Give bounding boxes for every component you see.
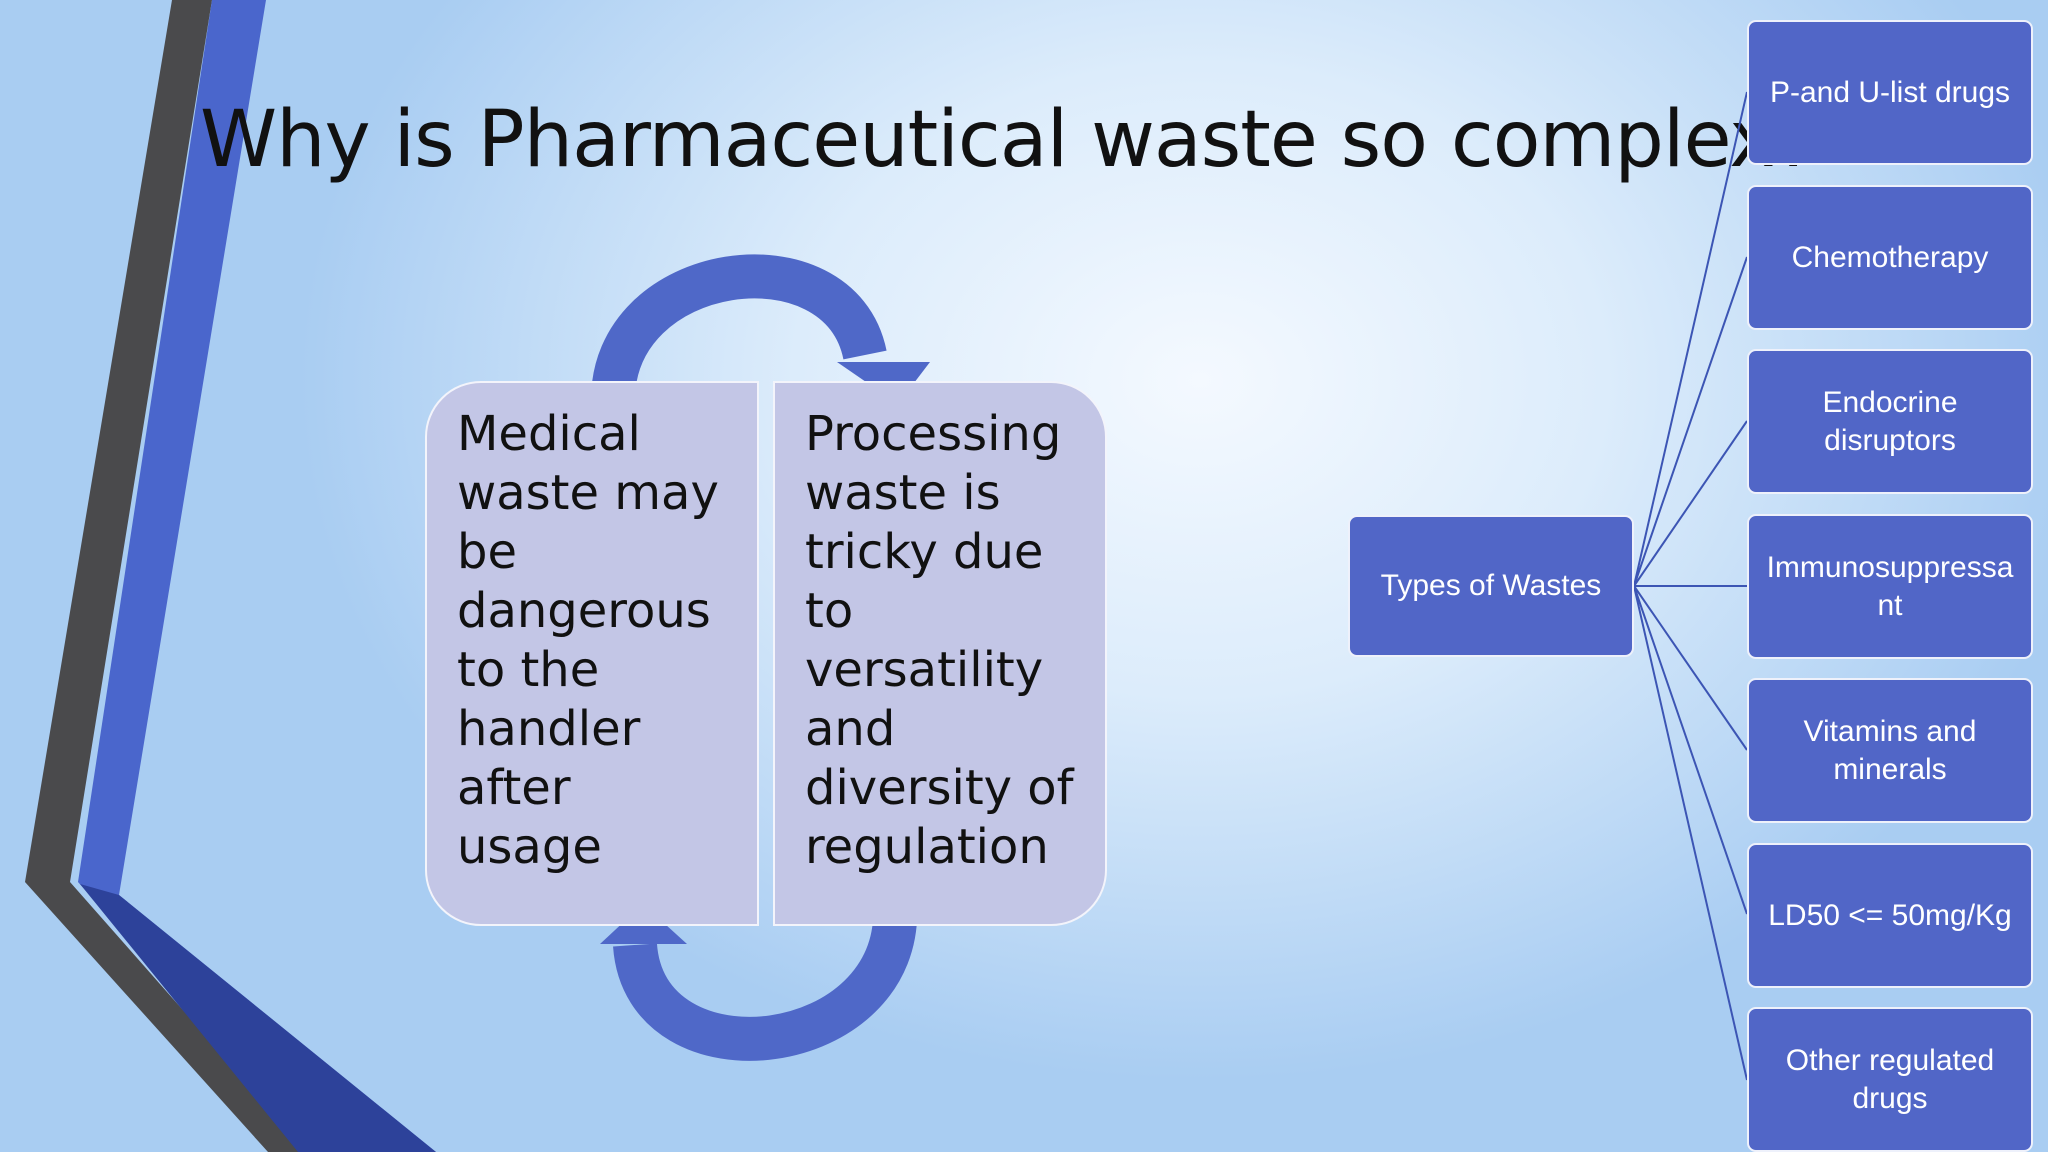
slide-title: Why is Pharmaceutical waste so complex?: [200, 95, 1816, 185]
bottom-arrow-arc: [613, 901, 918, 1061]
cycle-panel-right-text: Processing waste is tricky due to versat…: [805, 406, 1074, 875]
stripe-blue: [78, 0, 436, 1152]
waste-type-box: LD50 <= 50mg/Kg: [1747, 843, 2033, 988]
waste-type-label: Vitamins and minerals: [1803, 714, 1977, 786]
cycle-panel-left: Medical waste may be dangerous to the ha…: [425, 381, 759, 926]
stripe-dark: [25, 0, 308, 1152]
cycle-panel-right: Processing waste is tricky due to versat…: [773, 381, 1107, 926]
connector-7: [1633, 585, 1748, 1081]
waste-type-box: Vitamins and minerals: [1747, 678, 2033, 823]
types-of-wastes-label: Types of Wastes: [1380, 569, 1602, 602]
waste-type-box: Chemotherapy: [1747, 185, 2033, 330]
waste-type-label: Other regulated drugs: [1785, 1043, 1995, 1115]
waste-type-box: Immunosuppressa nt: [1747, 514, 2033, 659]
types-of-wastes-box: Types of Wastes: [1348, 515, 1634, 657]
connector-6: [1633, 585, 1748, 915]
cycle-panel-left-text: Medical waste may be dangerous to the ha…: [457, 406, 719, 875]
connector-5: [1633, 585, 1748, 751]
connector-1: [1633, 91, 1748, 587]
waste-type-box: Endocrine disruptors: [1747, 349, 2033, 494]
waste-type-box: Other regulated drugs: [1747, 1007, 2033, 1152]
top-arrow-arc: [590, 254, 887, 404]
connector-3: [1633, 420, 1748, 587]
waste-type-label: LD50 <= 50mg/Kg: [1768, 898, 2012, 932]
stripe-navy: [80, 884, 436, 1152]
waste-type-label: Chemotherapy: [1791, 240, 1989, 274]
waste-type-box: P-and U-list drugs: [1747, 20, 2033, 165]
connector-2: [1633, 256, 1748, 587]
waste-type-label: Immunosuppressa nt: [1766, 550, 2014, 622]
waste-type-label: P-and U-list drugs: [1769, 75, 2011, 109]
waste-type-label: Endocrine disruptors: [1822, 385, 1958, 457]
